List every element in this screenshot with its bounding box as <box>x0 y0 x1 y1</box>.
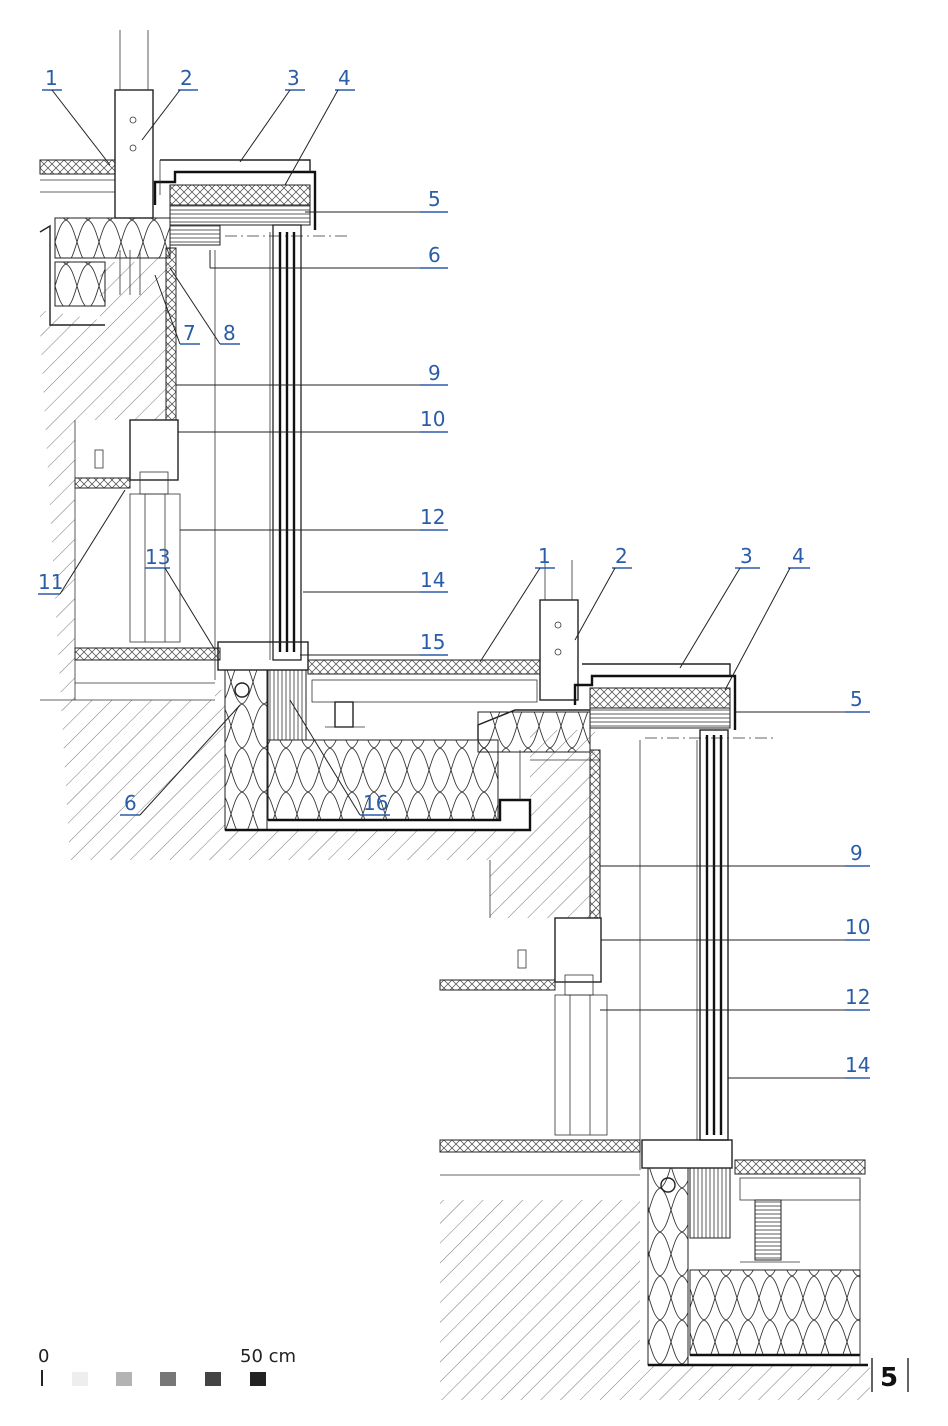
upper-right-insulation <box>477 711 591 753</box>
scale-swatch-1 <box>72 1372 88 1386</box>
callout-15: 15 <box>420 630 445 654</box>
upper-sill-post <box>224 669 268 831</box>
scale-swatch-4 <box>205 1372 221 1386</box>
upper-window-frame <box>272 224 302 661</box>
callout-12: 12 <box>420 505 445 529</box>
lower-concrete-hatch <box>490 860 595 918</box>
page-number-block: 5 <box>871 1358 909 1393</box>
scale-swatch-2 <box>116 1372 132 1386</box>
scale-bar: 0 50 cm <box>38 1346 296 1386</box>
callout-2-second: 2 <box>615 544 628 568</box>
callout-16: 16 <box>363 791 388 815</box>
upper-deck-left <box>39 159 116 175</box>
callout-7: 7 <box>183 321 196 345</box>
upper-insulation-left-2 <box>54 261 106 307</box>
scale-swatch-3 <box>160 1372 176 1386</box>
callout-12-second: 12 <box>845 985 870 1009</box>
upper-detail <box>39 30 600 860</box>
scale-end-label: 50 cm <box>240 1346 296 1367</box>
callout-9-second: 9 <box>850 841 863 865</box>
callout-14: 14 <box>420 568 445 592</box>
leader-lines <box>38 89 870 1079</box>
upper-terrace-insulation <box>267 739 499 821</box>
callout-4: 4 <box>338 66 351 90</box>
callout-13: 13 <box>145 545 170 569</box>
callout-2: 2 <box>180 66 193 90</box>
callout-10: 10 <box>420 407 445 431</box>
upper-terrace-deck <box>307 659 541 675</box>
callout-4-second: 4 <box>792 544 805 568</box>
upper-sill-timber <box>267 669 307 741</box>
upper-coping-insulation <box>169 184 311 206</box>
callout-5: 5 <box>428 187 441 211</box>
scale-start-label: 0 <box>38 1346 49 1367</box>
callout-5-second: 5 <box>850 687 863 711</box>
callout-1: 1 <box>45 66 58 90</box>
callout-14-second: 14 <box>845 1053 870 1077</box>
callout-10-second: 10 <box>845 915 870 939</box>
lower-ground-hatch <box>440 1200 870 1400</box>
scale-swatch-5 <box>250 1372 266 1386</box>
page-number: 5 <box>880 1363 898 1393</box>
upper-timber-block <box>169 204 311 226</box>
lower-detail <box>439 560 870 1400</box>
callout-labels: 1 2 3 4 5 6 7 8 9 10 11 12 13 14 15 16 6… <box>38 66 870 1077</box>
upper-concrete-hatch <box>40 255 595 860</box>
callout-1-second: 1 <box>538 544 551 568</box>
upper-inner-lining <box>165 247 177 421</box>
callout-6: 6 <box>428 243 441 267</box>
callout-3-second: 3 <box>740 544 753 568</box>
callout-11: 11 <box>38 570 63 594</box>
callout-8: 8 <box>223 321 236 345</box>
upper-insulation-left <box>54 217 171 259</box>
callout-9: 9 <box>428 361 441 385</box>
callout-6-lower: 6 <box>124 791 137 815</box>
callout-3: 3 <box>287 66 300 90</box>
